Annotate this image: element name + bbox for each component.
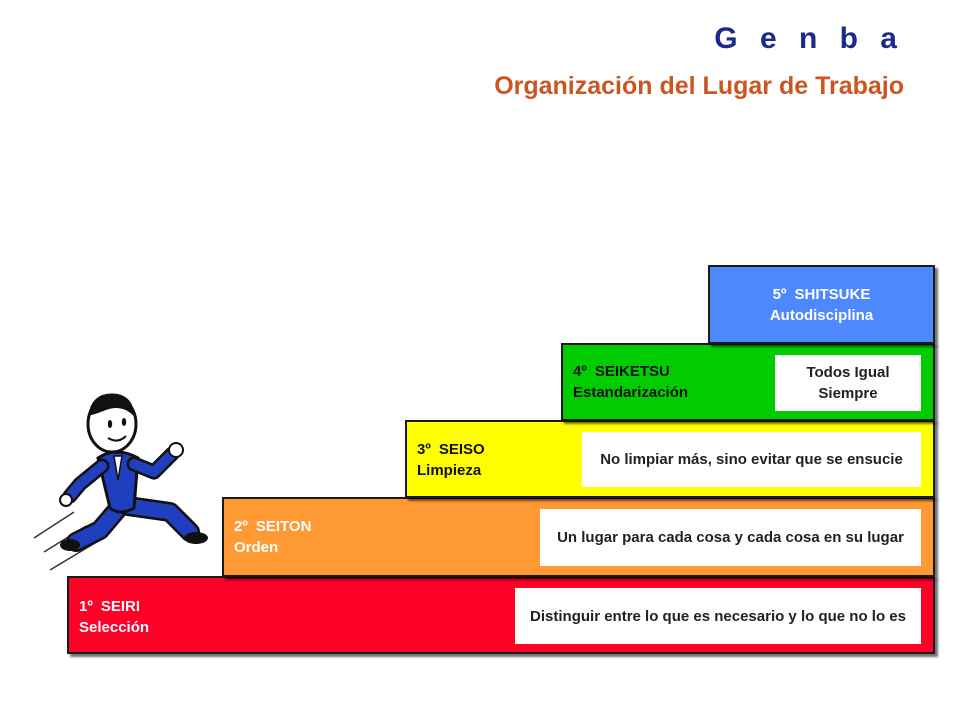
page-title: G e n b a [714, 22, 904, 55]
step-seiso: 3º SEISO Limpieza No limpiar más, sino ev… [405, 420, 935, 498]
step-meaning: Estandarización [573, 384, 689, 401]
step-seiri-label: 1º SEIRI Selección [79, 596, 149, 638]
step-seiketsu-label: 4º SEIKETSU Estandarización [573, 361, 688, 403]
step-meaning: Limpieza [417, 462, 482, 479]
step-number: 1º [79, 598, 93, 615]
step-seiton: 2º SEITON Orden Un lugar para cada cosa y… [222, 497, 935, 577]
step-number: 4º [573, 363, 587, 380]
step-name: SHITSUKE [794, 286, 871, 303]
running-man-icon [33, 393, 208, 571]
step-number: 5º [772, 286, 787, 303]
step-seiso-description: No limpiar más, sino evitar que se ensuc… [582, 432, 921, 487]
step-name: SEITON [255, 518, 312, 535]
step-name: SEIKETSU [594, 363, 670, 380]
step-meaning: Selección [79, 619, 150, 636]
step-seiri-description: Distinguir entre lo que es necesario y l… [515, 588, 921, 644]
step-shitsuke: 5º SHITSUKE Autodisciplina [708, 265, 935, 344]
step-shitsuke-label: 5º SHITSUKE Autodisciplina [710, 284, 933, 326]
step-name: SEIRI [100, 598, 141, 615]
step-number: 3º [417, 441, 431, 458]
step-seiketsu-description: Todos Igual Siempre [775, 355, 921, 411]
step-seiso-label: 3º SEISO Limpieza [417, 439, 485, 481]
step-number: 2º [234, 518, 248, 535]
step-meaning: Autodisciplina [769, 307, 874, 324]
page-subtitle: Organización del Lugar de Trabajo [494, 72, 904, 100]
step-meaning: Orden [234, 539, 279, 556]
step-seiton-description: Un lugar para cada cosa y cada cosa en s… [540, 509, 921, 566]
step-name: SEISO [438, 441, 485, 458]
step-seiton-label: 2º SEITON Orden [234, 516, 311, 558]
step-seiketsu: 4º SEIKETSU Estandarización Todos Igual S… [561, 343, 935, 421]
step-seiri: 1º SEIRI Selección Distinguir entre lo qu… [67, 576, 935, 654]
